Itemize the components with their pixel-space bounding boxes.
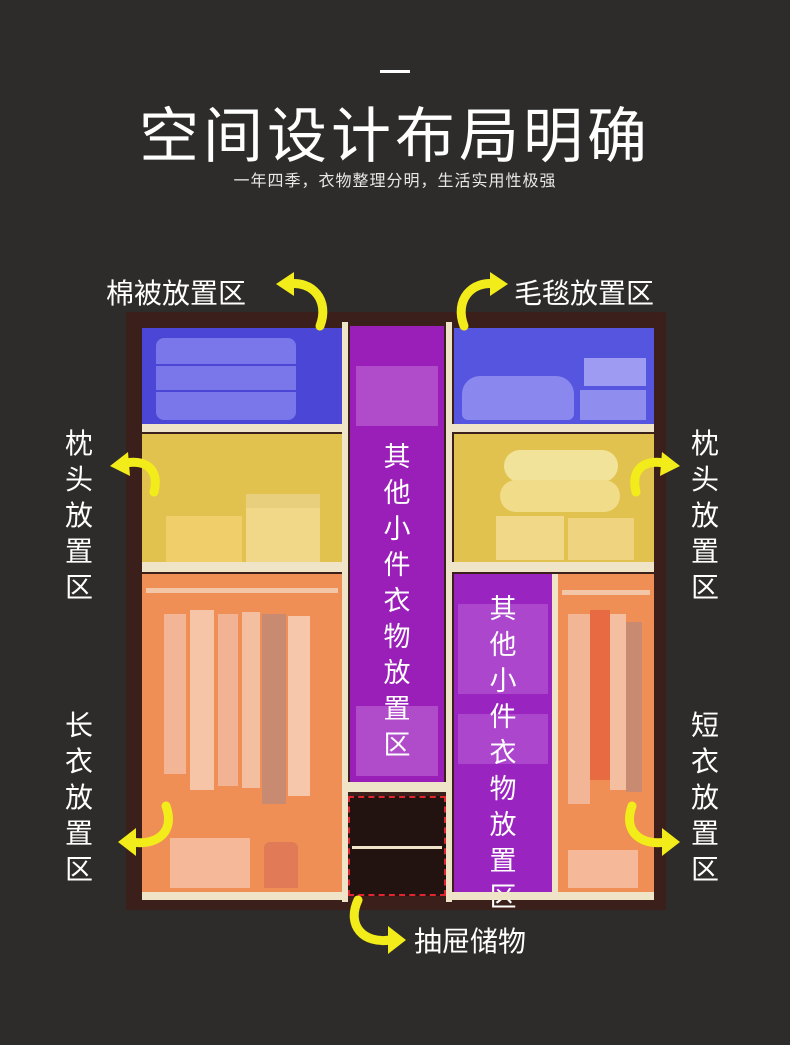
pillow bbox=[504, 450, 618, 482]
storage-box bbox=[246, 506, 320, 562]
long-garment bbox=[218, 614, 238, 786]
long-clothes-zone bbox=[142, 574, 342, 892]
storage-box-lid bbox=[246, 494, 320, 508]
blanket-pile bbox=[462, 376, 574, 420]
wardrobe-diagram: 其他小件衣物放置区 其他小件衣物放置区 bbox=[126, 312, 666, 913]
divider bbox=[446, 322, 452, 902]
bag bbox=[264, 842, 298, 888]
arrow-quilt-icon bbox=[276, 272, 328, 331]
striped-garment bbox=[262, 614, 286, 804]
folded-clothes bbox=[356, 366, 438, 426]
arrow-short-clothes-icon bbox=[625, 801, 680, 856]
shelf bbox=[448, 562, 660, 572]
right-zone-text: 其他小件衣物放置区 bbox=[489, 594, 517, 913]
divider bbox=[342, 322, 348, 902]
title-dash bbox=[380, 70, 410, 73]
long-garment bbox=[190, 610, 214, 790]
arrow-pillow-left-icon bbox=[110, 452, 160, 497]
label-long-clothes: 长衣放置区 bbox=[64, 709, 93, 886]
page-subtitle: 一年四季，衣物整理分明，生活实用性极强 bbox=[233, 171, 557, 190]
folded-clothes bbox=[568, 850, 638, 888]
quilt-zone bbox=[142, 328, 342, 424]
center-zone-text: 其他小件衣物放置区 bbox=[383, 442, 411, 761]
quilt-fold-line bbox=[156, 390, 296, 392]
storage-box bbox=[584, 358, 646, 386]
pillow-zone-right bbox=[454, 434, 654, 562]
center-small-items-zone bbox=[350, 326, 444, 782]
shelf bbox=[448, 424, 660, 432]
shelf bbox=[136, 424, 346, 432]
folded-clothes bbox=[458, 604, 548, 694]
pillow-zone-left bbox=[142, 434, 342, 562]
side-panel bbox=[654, 322, 660, 902]
storage-box bbox=[166, 516, 242, 562]
storage-basket bbox=[170, 838, 250, 888]
arrow-pillow-right-icon bbox=[630, 452, 680, 497]
label-quilt-zone: 棉被放置区 bbox=[106, 277, 247, 310]
shelf bbox=[348, 782, 446, 792]
page-title: 空间设计布局明确 bbox=[139, 102, 651, 172]
striped-garment bbox=[626, 622, 642, 792]
shelf bbox=[136, 892, 346, 900]
arrow-drawer-icon bbox=[349, 895, 406, 954]
label-pillow-left: 枕头放置区 bbox=[64, 427, 93, 604]
short-garment bbox=[610, 614, 626, 790]
storage-box bbox=[496, 516, 564, 560]
label-short-clothes: 短衣放置区 bbox=[690, 709, 719, 886]
storage-box bbox=[580, 390, 646, 420]
right-small-items-zone bbox=[454, 574, 552, 892]
folded-clothes bbox=[356, 706, 438, 776]
quilt-stack bbox=[156, 338, 296, 420]
shelf bbox=[448, 892, 660, 900]
wardrobe-top-frame bbox=[126, 312, 666, 322]
shelf bbox=[136, 562, 346, 572]
storage-box bbox=[568, 518, 634, 560]
short-garment bbox=[568, 614, 590, 804]
arrow-long-clothes-icon bbox=[118, 801, 173, 856]
arrow-blanket-icon bbox=[456, 272, 508, 331]
quilt-fold-line bbox=[156, 364, 296, 366]
long-garment bbox=[164, 614, 186, 774]
short-garment bbox=[590, 610, 610, 780]
label-drawer-storage: 抽屉储物 bbox=[414, 925, 527, 958]
divider bbox=[552, 574, 558, 894]
drawer-divider bbox=[352, 846, 442, 849]
hanging-rail bbox=[562, 590, 650, 595]
hanging-rail bbox=[146, 588, 338, 593]
folded-clothes bbox=[458, 714, 548, 764]
label-blanket-zone: 毛毯放置区 bbox=[514, 277, 655, 310]
long-garment bbox=[288, 616, 310, 796]
long-garment bbox=[242, 612, 260, 788]
side-panel bbox=[136, 322, 142, 902]
label-pillow-right: 枕头放置区 bbox=[690, 427, 719, 604]
pillow bbox=[500, 480, 620, 512]
blanket-zone bbox=[454, 328, 654, 424]
